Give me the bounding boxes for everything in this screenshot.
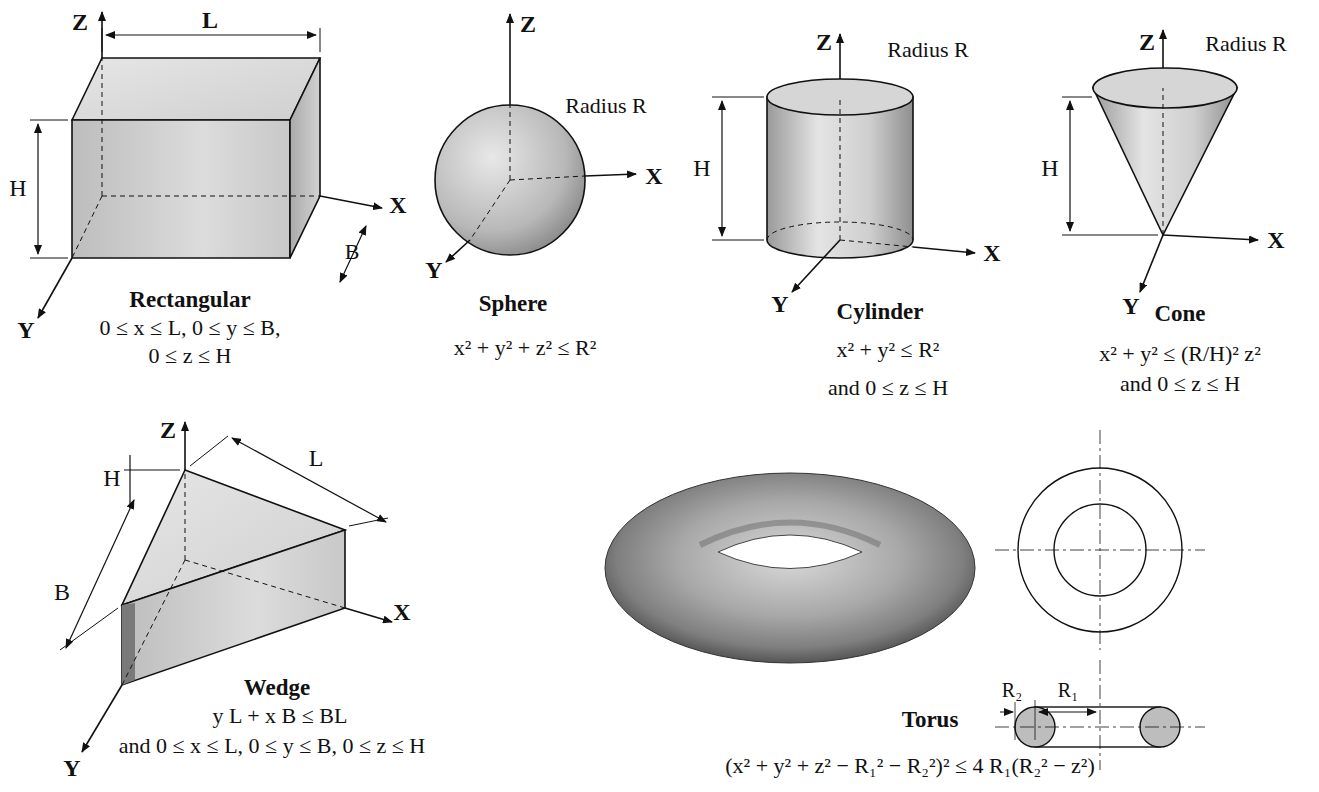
axis-letter: Z <box>816 29 832 55</box>
axis-letter: Y <box>425 257 442 283</box>
dimension-label: H <box>103 465 120 491</box>
dimension-label: B <box>54 579 70 605</box>
axis-letter: X <box>645 163 662 189</box>
shape-title: Sphere <box>479 291 548 316</box>
axis-letter: Z <box>72 9 88 35</box>
cone-figure <box>1062 30 1258 292</box>
shape-title: Torus <box>902 707 959 732</box>
axis-letter: Y <box>63 755 80 781</box>
formula-text: and 0 ≤ z ≤ H <box>828 376 948 400</box>
axis-letter: Z <box>520 11 536 37</box>
formula-text: 0 ≤ z ≤ H <box>149 344 232 368</box>
box-figure <box>30 12 382 318</box>
formula-text: (x² + y² + z² − R₁² − R₂²)² ≤ 4 R₁(R₂² −… <box>725 754 1095 778</box>
torus-top-view <box>995 430 1205 650</box>
axis-letter: X <box>389 192 406 218</box>
axis-letter: Z <box>1139 29 1155 55</box>
radius-label: Radius R <box>565 94 646 118</box>
formula-text: and 0 ≤ x ≤ L, 0 ≤ y ≤ B, 0 ≤ z ≤ H <box>119 734 425 758</box>
radius-label: R₁ <box>1058 679 1078 701</box>
dimension-label: H <box>9 175 26 201</box>
axis-letter: X <box>393 599 410 625</box>
axis-letter: Y <box>17 317 34 343</box>
formula-text: x² + y² + z² ≤ R² <box>454 336 597 360</box>
dimension-label: H <box>1041 155 1058 181</box>
dimension-label: L <box>202 7 218 33</box>
formula-text: and 0 ≤ z ≤ H <box>1120 372 1240 396</box>
radius-label: R₂ <box>1002 679 1022 701</box>
radius-label: Radius R <box>887 38 968 62</box>
axis-letter: Z <box>160 417 176 443</box>
axis-letter: Y <box>1122 293 1139 319</box>
axis-letter: Y <box>771 291 788 317</box>
dimension-label: L <box>309 445 324 471</box>
cylinder-figure <box>712 34 975 292</box>
sphere-figure <box>435 14 636 262</box>
axis-letter: X <box>1267 227 1284 253</box>
radius-label: Radius R <box>1205 32 1286 56</box>
shape-title: Wedge <box>244 675 310 700</box>
wedge-figure <box>60 422 392 752</box>
dimension-label: B <box>345 240 360 264</box>
formula-text: x² + y² ≤ R² <box>837 338 940 362</box>
axis-letter: X <box>983 240 1000 266</box>
formula-text: 0 ≤ x ≤ L, 0 ≤ y ≤ B, <box>100 316 281 340</box>
dimension-label: H <box>693 155 710 181</box>
shape-title: Rectangular <box>129 287 250 312</box>
formula-text: x² + y² ≤ (R/H)² z² <box>1099 342 1260 366</box>
shape-title: Cylinder <box>837 299 924 324</box>
formula-text: y L + x B ≤ BL <box>213 704 348 728</box>
torus-figure <box>605 473 975 663</box>
shape-title: Cone <box>1154 301 1205 326</box>
